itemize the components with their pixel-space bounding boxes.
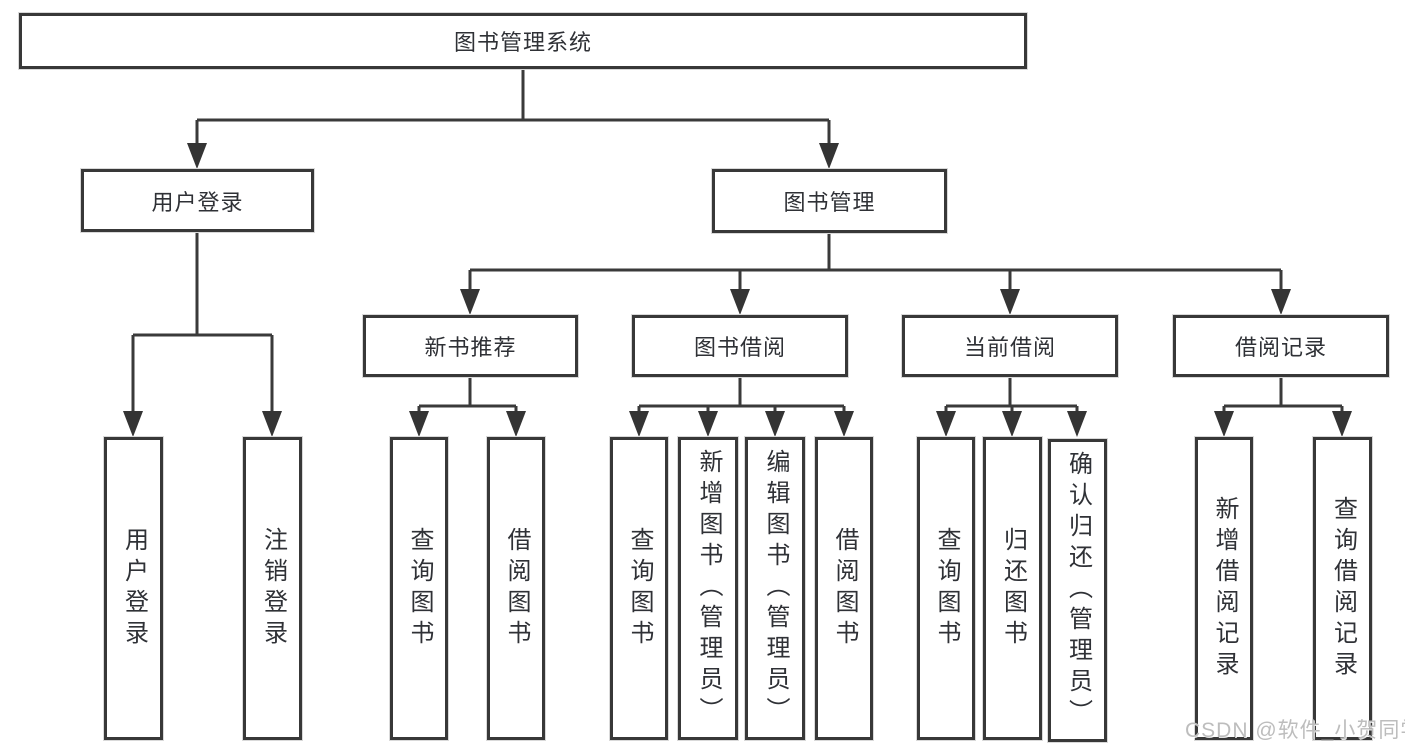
leaf-user-login: 用户登录: [104, 437, 163, 740]
connector-book-management-to-level3: [468, 233, 1283, 296]
leaf-query-books-recommend: 查询图书: [390, 437, 448, 740]
leaf-borrow-books-borrow: 借阅图书: [815, 437, 873, 740]
leaf-label: 注销登录: [259, 526, 287, 651]
node-label: 当前借阅: [963, 335, 1056, 360]
leaf-label: 借阅图书: [503, 526, 530, 651]
leaf-query-books-current: 查询图书: [917, 437, 975, 740]
arrow-icon: [834, 411, 854, 437]
arrow-icon: [936, 411, 956, 437]
arrow-icon: [1214, 411, 1234, 437]
arrow-icon: [1067, 411, 1087, 437]
leaf-query-books-borrow: 查询图书: [610, 437, 668, 740]
leaf-borrow-books-recommend: 借阅图书: [487, 437, 545, 740]
node-label: 图书管理: [783, 190, 876, 215]
connector-book-borrow-to-leaves: [637, 377, 846, 418]
node-label: 用户登录: [151, 189, 244, 215]
leaf-label: 用户登录: [120, 526, 148, 651]
arrow-icon: [698, 411, 718, 437]
arrow-icon: [730, 289, 750, 315]
node-label: 图书管理系统: [453, 30, 592, 55]
arrow-icon: [1000, 289, 1020, 315]
arrow-icon: [262, 411, 282, 437]
leaf-label: 新增借阅记录: [1211, 495, 1238, 682]
arrow-icon: [629, 411, 649, 437]
arrow-icon: [1002, 411, 1022, 437]
node-label: 图书借阅: [693, 335, 786, 360]
arrow-icon: [409, 411, 429, 437]
node-label: 借阅记录: [1234, 335, 1327, 360]
csdn-watermark: CSDN @软件_小贺同学: [1185, 719, 1405, 742]
node-borrow-records: 借阅记录: [1173, 315, 1389, 377]
connector-user-login-to-leaves: [131, 232, 274, 418]
arrow-icon: [819, 143, 839, 169]
connector-new-book-recommend-to-leaves: [417, 377, 518, 418]
leaf-label: 确认归还（管理员）: [1064, 451, 1092, 730]
node-user-login: 用户登录: [81, 169, 314, 232]
leaf-edit-book-admin: 编辑图书（管理员）: [745, 437, 805, 740]
leaf-label: 编辑图书（管理员）: [762, 449, 789, 728]
node-current-borrow: 当前借阅: [902, 315, 1118, 377]
leaf-label: 查询图书: [406, 526, 433, 651]
arrowhead-icons: [123, 143, 1352, 437]
node-book-borrow: 图书借阅: [632, 315, 848, 377]
node-label: 新书推荐: [424, 335, 517, 360]
arrow-icon: [765, 411, 785, 437]
leaf-label: 查询借阅记录: [1329, 495, 1357, 682]
node-book-management: 图书管理: [712, 169, 947, 233]
leaf-logout: 注销登录: [243, 437, 302, 740]
arrow-icon: [1332, 411, 1352, 437]
arrow-icon: [506, 411, 526, 437]
arrow-icon: [123, 411, 143, 437]
arrow-icon: [187, 143, 207, 169]
connector-borrow-records-to-leaves: [1222, 377, 1344, 418]
leaf-query-borrow-record: 查询借阅记录: [1313, 437, 1372, 740]
leaf-return-book: 归还图书: [983, 437, 1042, 740]
leaf-label: 归还图书: [999, 526, 1027, 651]
leaf-label: 查询图书: [933, 526, 960, 651]
leaf-label: 借阅图书: [831, 526, 858, 651]
leaf-label: 查询图书: [626, 526, 653, 651]
connector-root-to-level2: [195, 69, 831, 150]
node-library-system: 图书管理系统: [19, 13, 1027, 69]
leaf-add-borrow-record: 新增借阅记录: [1195, 437, 1253, 740]
leaf-confirm-return-admin: 确认归还（管理员）: [1048, 439, 1107, 742]
leaf-add-book-admin: 新增图书（管理员）: [678, 437, 738, 740]
arrow-icon: [1271, 289, 1291, 315]
node-new-book-recommend: 新书推荐: [363, 315, 578, 377]
leaf-label: 新增图书（管理员）: [695, 449, 722, 728]
arrow-icon: [460, 289, 480, 315]
